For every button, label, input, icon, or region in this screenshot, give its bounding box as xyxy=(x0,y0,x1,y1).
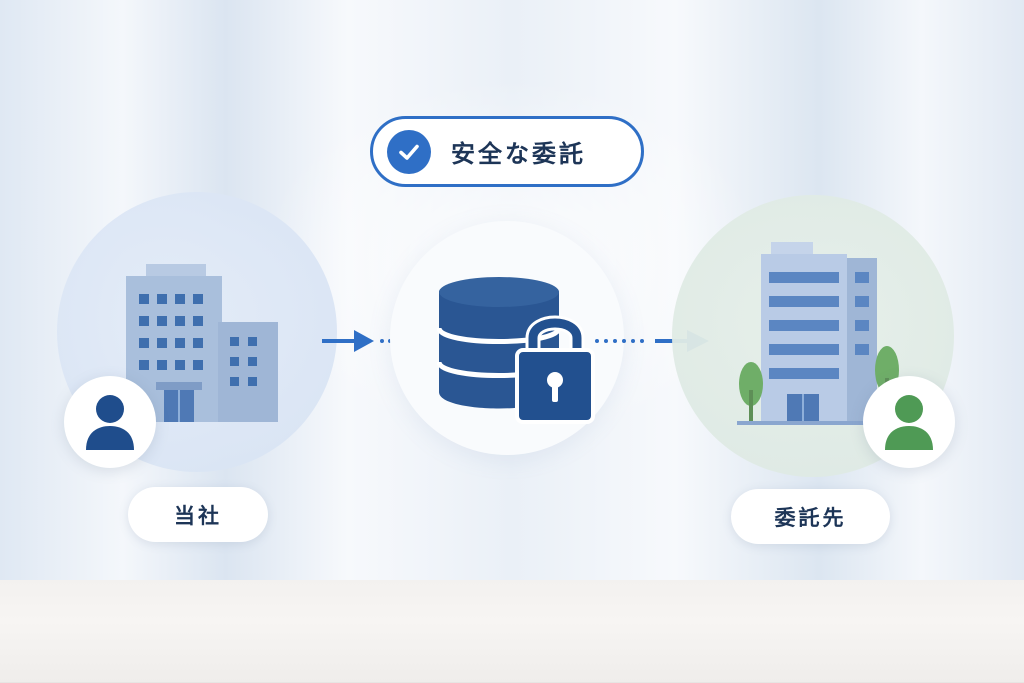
user-icon xyxy=(86,395,134,450)
desk-surface xyxy=(0,580,1024,683)
check-circle-icon xyxy=(387,129,431,174)
contractor-label: 委託先 xyxy=(731,489,890,544)
company-user-avatar xyxy=(64,376,156,468)
office-building-icon xyxy=(737,242,913,425)
contractor-user-avatar xyxy=(863,376,955,468)
padlock-icon xyxy=(515,315,595,424)
company-label: 当社 xyxy=(128,487,268,542)
badge-label: 安全な委託 xyxy=(451,140,586,168)
secure-outsourcing-badge: 安全な委託 xyxy=(370,116,644,187)
database-icon xyxy=(437,277,595,424)
user-icon xyxy=(885,395,933,450)
